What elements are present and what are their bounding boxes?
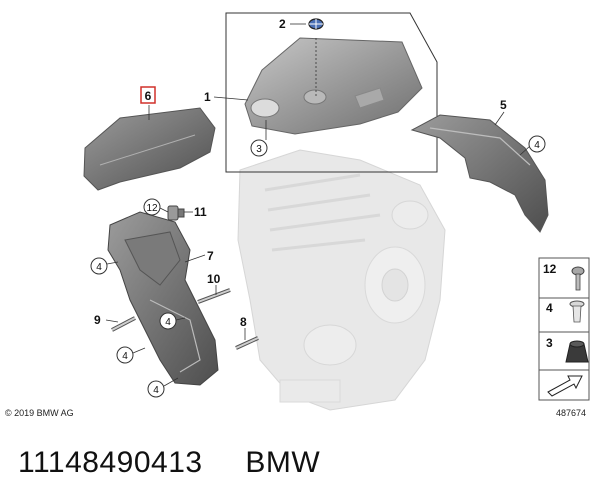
- timing-cover-part-7[interactable]: [107, 211, 219, 386]
- callout-10: 10: [207, 272, 221, 286]
- clip-part-11[interactable]: [167, 205, 185, 221]
- legend-label-3: 3: [546, 336, 553, 350]
- engine-block: [237, 149, 446, 411]
- parts-diagram: 2 1 3 6 5 4 11 12 7 10: [5, 12, 590, 418]
- callout-8: 8: [240, 315, 247, 329]
- copyright-notice: © 2019 BMW AG: [5, 408, 74, 418]
- shield-part-5[interactable]: [410, 114, 549, 233]
- legend-label-12: 12: [543, 262, 557, 276]
- bolt-part-9[interactable]: [111, 316, 136, 332]
- legend-panel: 12 4 3: [538, 257, 590, 401]
- callout-4-cover-lower: 4: [122, 351, 128, 362]
- callout-9: 9: [94, 313, 101, 327]
- callout-6-highlight: [140, 86, 156, 104]
- callout-2: 2: [279, 17, 286, 31]
- stud-part-8[interactable]: [235, 336, 259, 350]
- stud-part-10[interactable]: [197, 288, 231, 304]
- callout-7: 7: [207, 249, 214, 263]
- callout-4-shield: 4: [534, 140, 540, 151]
- expanding-rivet-icon: [569, 300, 585, 323]
- callout-5: 5: [500, 98, 507, 112]
- legend-label-4: 4: [546, 301, 553, 315]
- direction-arrow-icon: [547, 375, 583, 397]
- callout-12: 12: [146, 203, 158, 214]
- engine-cover-part-1[interactable]: [244, 37, 423, 135]
- brand-name: BMW: [245, 446, 321, 479]
- legend-cell-12: [538, 257, 590, 299]
- callout-6: 6: [145, 89, 152, 103]
- bmw-emblem-part-2[interactable]: [308, 18, 324, 30]
- callout-4-cover-middle: 4: [165, 317, 171, 328]
- bolt-icon: [571, 266, 585, 291]
- callout-4-cover-bottom: 4: [153, 385, 159, 396]
- rubber-grommet-icon: [565, 340, 589, 363]
- callout-1: 1: [204, 90, 211, 104]
- diagram-id: 487674: [556, 408, 586, 418]
- callout-11: 11: [194, 205, 207, 219]
- part-number: 11148490413: [18, 446, 203, 479]
- cover-part-6[interactable]: [83, 107, 216, 191]
- callout-4-cover-upper: 4: [96, 262, 102, 273]
- callout-3: 3: [256, 144, 262, 155]
- part-number-caption: 11148490413 BMW: [18, 446, 320, 480]
